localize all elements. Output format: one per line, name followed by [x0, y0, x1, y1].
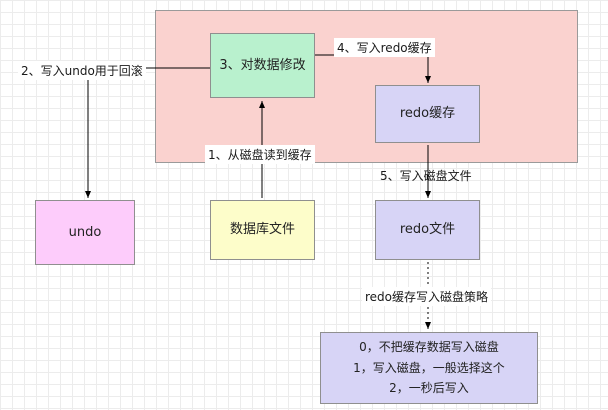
strategy-line-0: 0，不把缓存数据写入磁盘	[359, 340, 499, 355]
step2-label: 2、写入undo用于回滚	[18, 61, 146, 80]
modify-data-node: 3、对数据修改	[210, 33, 315, 98]
undo-node: undo	[35, 200, 135, 265]
step1-label: 1、从磁盘读到缓存	[205, 145, 315, 164]
strategy-label: redo缓存写入磁盘策略	[362, 287, 492, 306]
strategy-line-2: 2，一秒后写入	[389, 381, 469, 396]
redo-file-node: redo文件	[375, 200, 480, 260]
redo-buffer-node: redo缓存	[375, 85, 480, 143]
step4-label: 4、写入redo缓存	[334, 38, 435, 57]
db-file-node: 数据库文件	[210, 200, 315, 260]
strategy-node: 0，不把缓存数据写入磁盘 1，写入磁盘，一般选择这个 2，一秒后写入	[320, 332, 538, 404]
strategy-line-1: 1，写入磁盘，一般选择这个	[353, 360, 505, 375]
step5-label: 5、写入磁盘文件	[380, 169, 472, 183]
